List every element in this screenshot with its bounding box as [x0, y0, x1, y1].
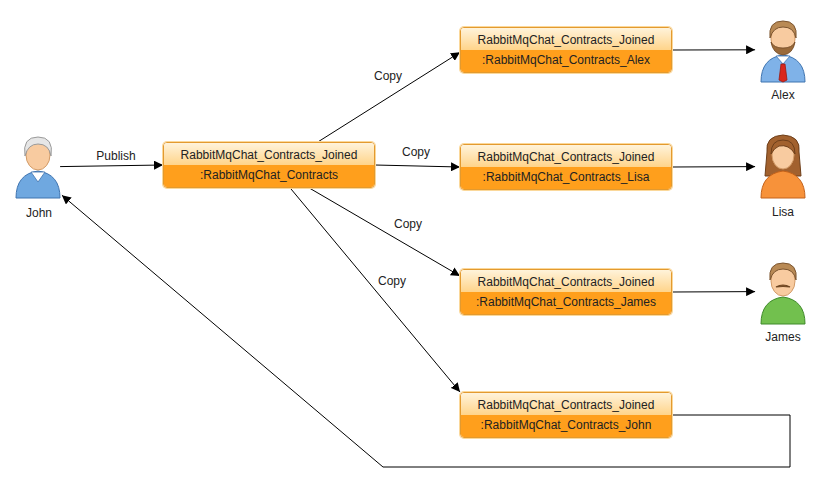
connector-arrow — [318, 52, 460, 142]
queue-name: :RabbitMqChat_Contracts_Alex — [461, 50, 671, 72]
queue-box: RabbitMqChat_Contracts_Joined:RabbitMqCh… — [163, 142, 375, 188]
person-name: Lisa — [772, 205, 794, 219]
edge-label: Publish — [94, 149, 137, 163]
person-name: John — [26, 206, 52, 220]
alex-icon — [761, 21, 805, 82]
edge-label: Copy — [376, 274, 408, 288]
person-node: James — [752, 252, 814, 344]
person-name: James — [765, 330, 800, 344]
lisa-icon — [761, 135, 805, 198]
connector-arrow — [672, 49, 755, 50]
connector-arrow — [60, 165, 163, 167]
person-name: Alex — [771, 88, 794, 102]
message-type: RabbitMqChat_Contracts_Joined — [164, 143, 374, 165]
edge-label: Copy — [400, 145, 432, 159]
connector-arrow — [375, 165, 460, 167]
queue-box: RabbitMqChat_Contracts_Joined:RabbitMqCh… — [460, 269, 672, 315]
connector-arrow — [62, 195, 790, 467]
person-node: Alex — [752, 12, 814, 102]
edge-label: Copy — [372, 69, 404, 83]
person-node: Lisa — [752, 127, 814, 219]
connector-arrow — [290, 188, 460, 392]
john-icon — [16, 137, 60, 198]
message-type: RabbitMqChat_Contracts_Joined — [461, 145, 671, 167]
connector-arrow — [672, 166, 755, 167]
message-type: RabbitMqChat_Contracts_Joined — [461, 28, 671, 50]
queue-name: :RabbitMqChat_Contracts — [164, 165, 374, 187]
person-node: John — [8, 128, 70, 220]
james-icon — [761, 263, 805, 324]
queue-box: RabbitMqChat_Contracts_Joined:RabbitMqCh… — [460, 27, 672, 73]
queue-name: :RabbitMqChat_Contracts_Lisa — [461, 167, 671, 189]
connector-arrow — [309, 188, 460, 276]
queue-box: RabbitMqChat_Contracts_Joined:RabbitMqCh… — [460, 144, 672, 190]
message-type: RabbitMqChat_Contracts_Joined — [461, 270, 671, 292]
connector-arrow — [672, 291, 755, 292]
queue-box: RabbitMqChat_Contracts_Joined:RabbitMqCh… — [460, 392, 672, 438]
edge-label: Copy — [392, 217, 424, 231]
queue-name: :RabbitMqChat_Contracts_John — [461, 415, 671, 437]
queue-name: :RabbitMqChat_Contracts_James — [461, 292, 671, 314]
message-type: RabbitMqChat_Contracts_Joined — [461, 393, 671, 415]
